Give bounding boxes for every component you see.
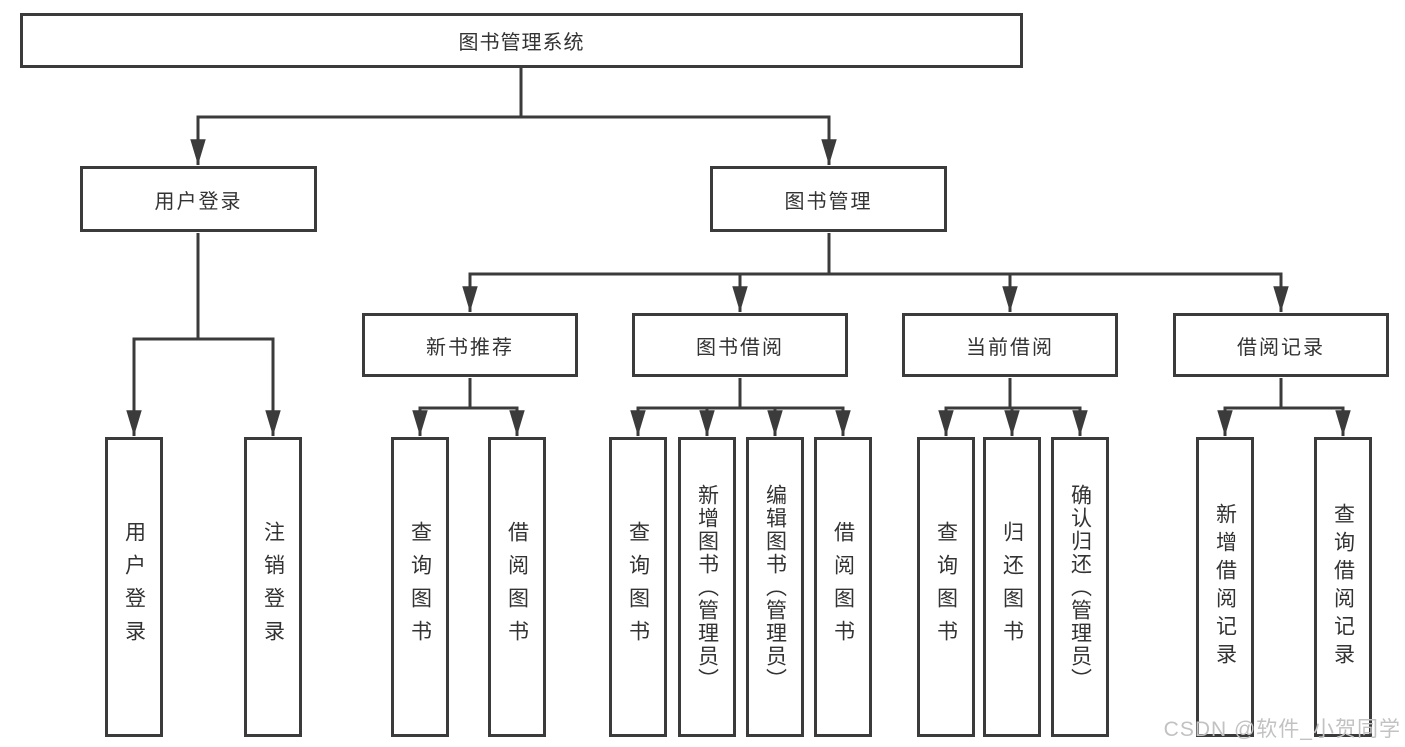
node-root-library-system: 图书管理系统 (20, 13, 1023, 68)
node-book-borrowing: 图书借阅 (632, 313, 848, 377)
leaf-borrow-books-1: 借阅图书 (488, 437, 546, 737)
node-user-login: 用户登录 (80, 166, 317, 232)
leaf-user-login: 用户登录 (105, 437, 163, 737)
leaf-query-borrow-record: 查询借阅记录 (1314, 437, 1372, 737)
leaf-query-books-3: 查询图书 (917, 437, 975, 737)
node-borrowing-records: 借阅记录 (1173, 313, 1389, 377)
leaf-add-books-admin: 新增图书（管理员） (678, 437, 736, 737)
leaf-query-books-1: 查询图书 (391, 437, 449, 737)
leaf-confirm-return-admin: 确认归还（管理员） (1051, 437, 1109, 737)
leaf-edit-books-admin: 编辑图书（管理员） (746, 437, 804, 737)
csdn-watermark: CSDN @软件_小贺同学 (1163, 718, 1401, 741)
node-new-book-recommendation: 新书推荐 (362, 313, 578, 377)
leaf-return-books: 归还图书 (983, 437, 1041, 737)
leaf-logout: 注销登录 (244, 437, 302, 737)
leaf-query-books-2: 查询图书 (609, 437, 667, 737)
node-current-borrowing: 当前借阅 (902, 313, 1118, 377)
leaf-add-borrow-record: 新增借阅记录 (1196, 437, 1254, 737)
node-book-management: 图书管理 (710, 166, 947, 232)
leaf-borrow-books-2: 借阅图书 (814, 437, 872, 737)
